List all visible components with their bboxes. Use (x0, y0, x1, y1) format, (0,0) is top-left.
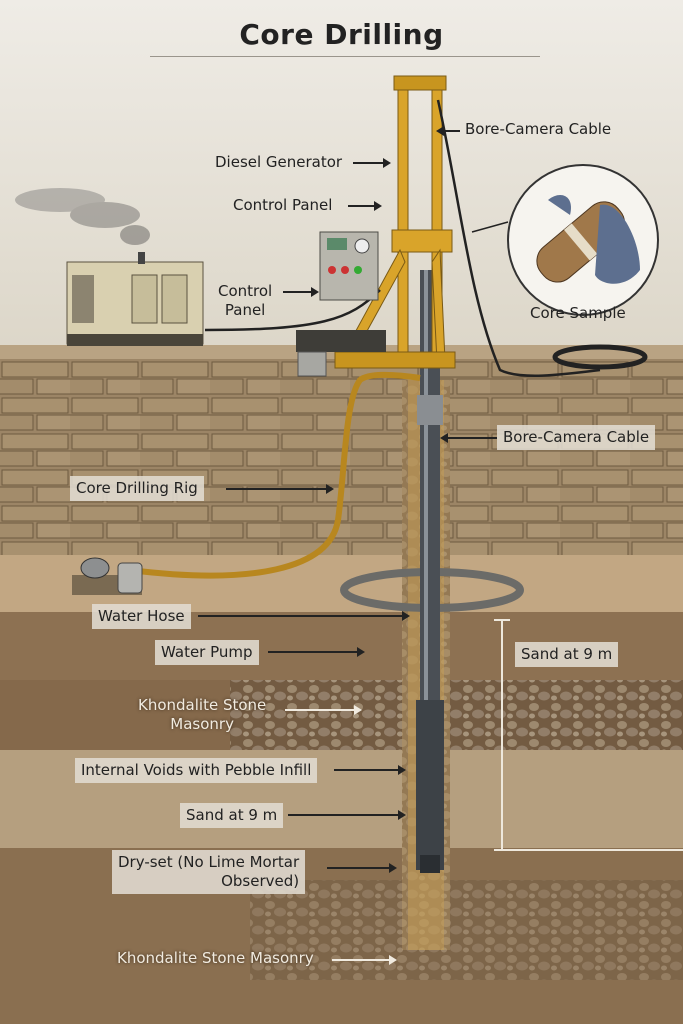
label-bore-camera-cable-mid: Bore-Camera Cable (497, 425, 656, 450)
label-khondalite-upper-line1: Khondalite Stone (138, 696, 267, 714)
label-khondalite-upper-line2: Masonry (170, 715, 234, 733)
arrow-khondalite-upper (285, 705, 362, 715)
arrow-dry-set (327, 863, 397, 873)
label-dry-set-line2: Observed) (221, 872, 300, 890)
arrow-sand-left (288, 810, 406, 820)
label-sand-right: Sand at 9 m (515, 642, 619, 667)
label-dry-set-line1: Dry-set (No Lime Mortar (118, 853, 300, 871)
bore-camera-cable (436, 99, 601, 377)
label-internal-voids: Internal Voids with Pebble Infill (75, 758, 318, 783)
arrow-core-drilling-rig (226, 484, 334, 494)
arrow-control-panel-top (348, 201, 382, 211)
arrow-water-pump (268, 647, 365, 657)
label-khondalite-lower: Khondalite Stone Masonry (117, 949, 314, 967)
arrow-bore-camera-cable-top (436, 126, 460, 136)
inset-pointer (471, 221, 509, 233)
arrow-internal-voids (334, 765, 406, 775)
exhaust-smoke (15, 188, 150, 245)
label-sand-left: Sand at 9 m (180, 803, 284, 828)
label-water-pump: Water Pump (155, 640, 259, 665)
arrow-water-hose (198, 611, 410, 621)
arrow-khondalite-lower (332, 955, 397, 965)
label-core-drilling-rig: Core Drilling Rig (70, 476, 204, 501)
water-pump (72, 557, 143, 595)
diesel-generator (66, 252, 204, 346)
label-dry-set: Dry-set (No Lime Mortar Observed) (112, 850, 306, 894)
label-diesel-generator: Diesel Generator (215, 153, 343, 171)
label-control-panel-top: Control Panel (233, 196, 333, 214)
page-title: Core Drilling (239, 18, 444, 51)
depth-bracket (494, 619, 683, 851)
core-sample-inset (507, 164, 659, 316)
label-core-sample: Core Sample (530, 304, 626, 322)
bucket (297, 351, 327, 377)
arrow-control-panel-left (283, 287, 319, 297)
drill-pipe (416, 270, 444, 873)
label-khondalite-upper: Khondalite Stone Masonry (138, 696, 266, 734)
control-panel (296, 231, 386, 352)
label-control-panel-left-line1: Control (218, 282, 273, 300)
label-bore-camera-cable-top: Bore-Camera Cable (465, 120, 612, 138)
stone-masonry-wall (0, 345, 683, 560)
cable-coil (552, 344, 648, 370)
label-water-hose: Water Hose (92, 604, 191, 629)
label-control-panel-left: Control Panel (218, 282, 272, 320)
water-hose (129, 371, 421, 579)
arrow-bore-camera-cable-mid (440, 433, 497, 443)
arrow-diesel-generator (353, 158, 391, 168)
title-divider (150, 56, 540, 57)
label-control-panel-left-line2: Panel (224, 301, 266, 319)
